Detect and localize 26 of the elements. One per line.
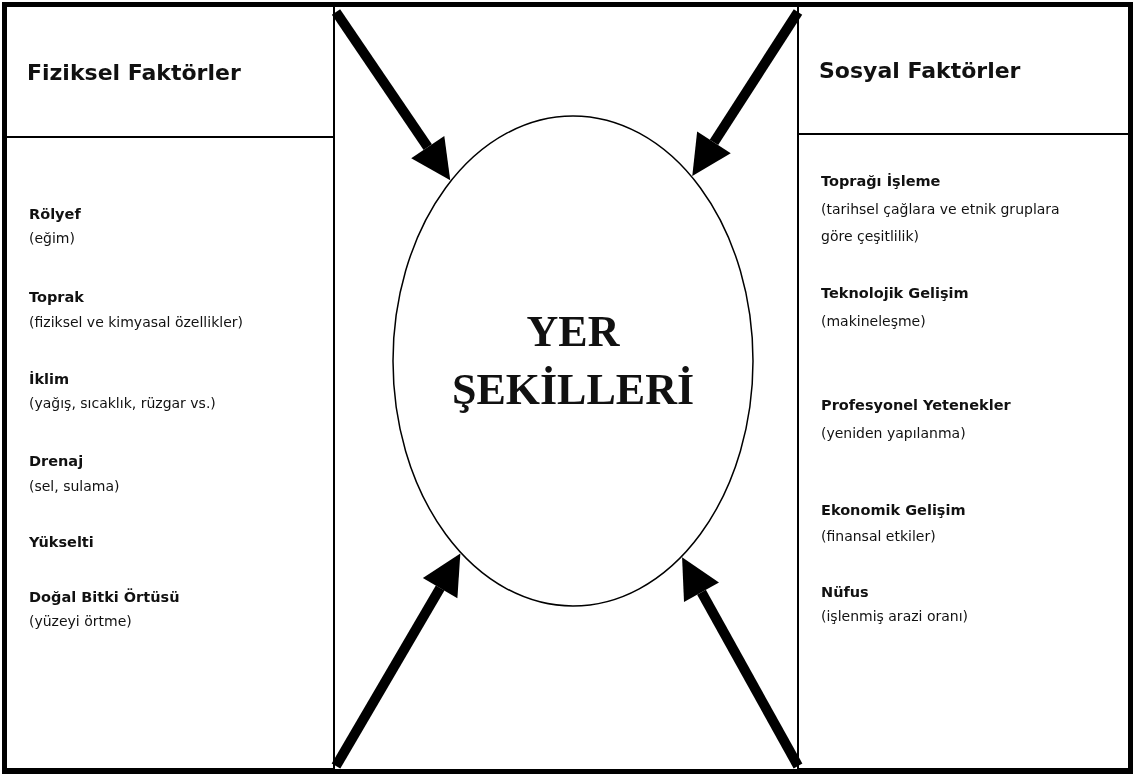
factor-detail: (fiziksel ve kimyasal özellikler) — [29, 313, 244, 332]
factor-list-panel — [5, 136, 335, 770]
center-title: YER ŞEKİLLERİ — [450, 306, 696, 416]
factor-detail: (eğim) — [29, 229, 76, 248]
factor-detail: (sel, sulama) — [29, 477, 121, 496]
factor-name: Ekonomik Gelişim — [821, 501, 967, 520]
factor-name: Yükselti — [29, 533, 95, 552]
factor-name: Nüfus — [821, 583, 870, 602]
factor-name: İklim — [29, 370, 71, 389]
factor-name: Rölyef — [29, 205, 82, 224]
factor-name: Toprağı İşleme — [821, 172, 942, 191]
factor-detail: (yüzeyi örtme) — [29, 612, 133, 631]
factor-detail: (tarihsel çağlara ve etnik gruplara göre çeşitlilik) — [821, 200, 1061, 246]
factor-detail: (finansal etkiler) — [821, 527, 937, 546]
factor-detail: (işlenmiş arazi oranı) — [821, 607, 970, 626]
factor-name: Profesyonel Yetenekler — [821, 396, 1012, 415]
factor-name: Toprak — [29, 288, 85, 307]
factor-name: Teknolojik Gelişim — [821, 284, 970, 303]
factor-name: Doğal Bitki Örtüsü — [29, 587, 181, 607]
factor-detail: (makineleşme) — [821, 312, 927, 331]
factor-list-panel — [797, 133, 1130, 770]
factor-detail: (yeniden yapılanma) — [821, 424, 967, 443]
factor-name: Drenaj — [29, 452, 85, 471]
panel-heading: Fiziksel Faktörler — [27, 59, 242, 84]
factor-detail: (yağış, sıcaklık, rüzgar vs.) — [29, 394, 217, 413]
panel-heading: Sosyal Faktörler — [819, 57, 1022, 83]
